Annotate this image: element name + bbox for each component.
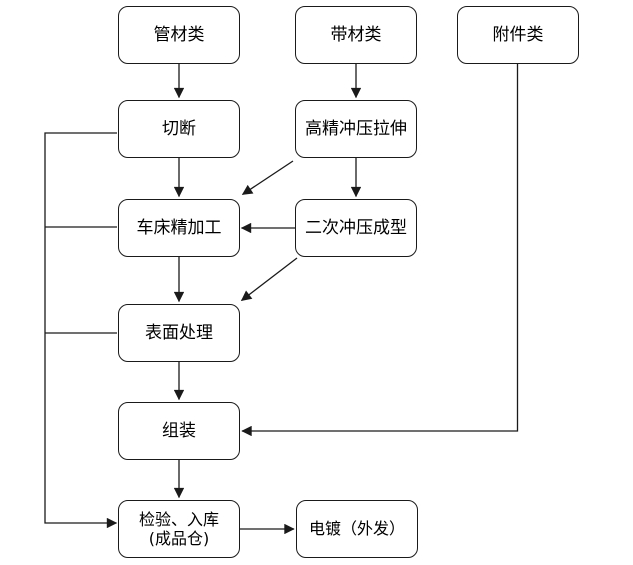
node-label: 二次冲压成型 [305,217,407,238]
node-inspection-storage: 检验、入库 (成品仓) [118,500,240,558]
edge-accessory-to-assembly [241,64,519,437]
node-label: 电镀（外发） [308,519,405,539]
node-sublabel: (成品仓) [148,529,210,548]
node-label: 管材类 [153,24,205,45]
node-label: 附件类 [492,24,544,45]
node-label: 车床精加工 [136,217,222,238]
node-pipe-material: 管材类 [118,6,240,64]
node-precision-stamping: 高精冲压拉伸 [295,100,417,158]
node-cutting: 切断 [118,100,240,158]
edge-second-stamp-to-surface-diagonal [240,257,298,302]
node-label: 切断 [162,118,196,139]
node-label: 组装 [162,420,196,441]
node-secondary-stamping: 二次冲压成型 [295,199,417,257]
node-electroplating: 电镀（外发） [296,500,418,558]
node-lathe-finishing: 车床精加工 [118,199,240,257]
edge-left-rail-to-inspect [44,132,118,529]
node-label: 检验、入库 [138,509,219,529]
node-label: 高精冲压拉伸 [305,118,407,139]
edge-stamp-to-lathe-diagonal [241,160,294,196]
node-accessories: 附件类 [457,6,579,64]
node-label: 表面处理 [145,322,213,343]
node-label: 带材类 [330,24,382,45]
node-assembly: 组装 [118,402,240,460]
node-strip-material: 带材类 [295,6,417,64]
node-surface-treatment: 表面处理 [118,304,240,362]
